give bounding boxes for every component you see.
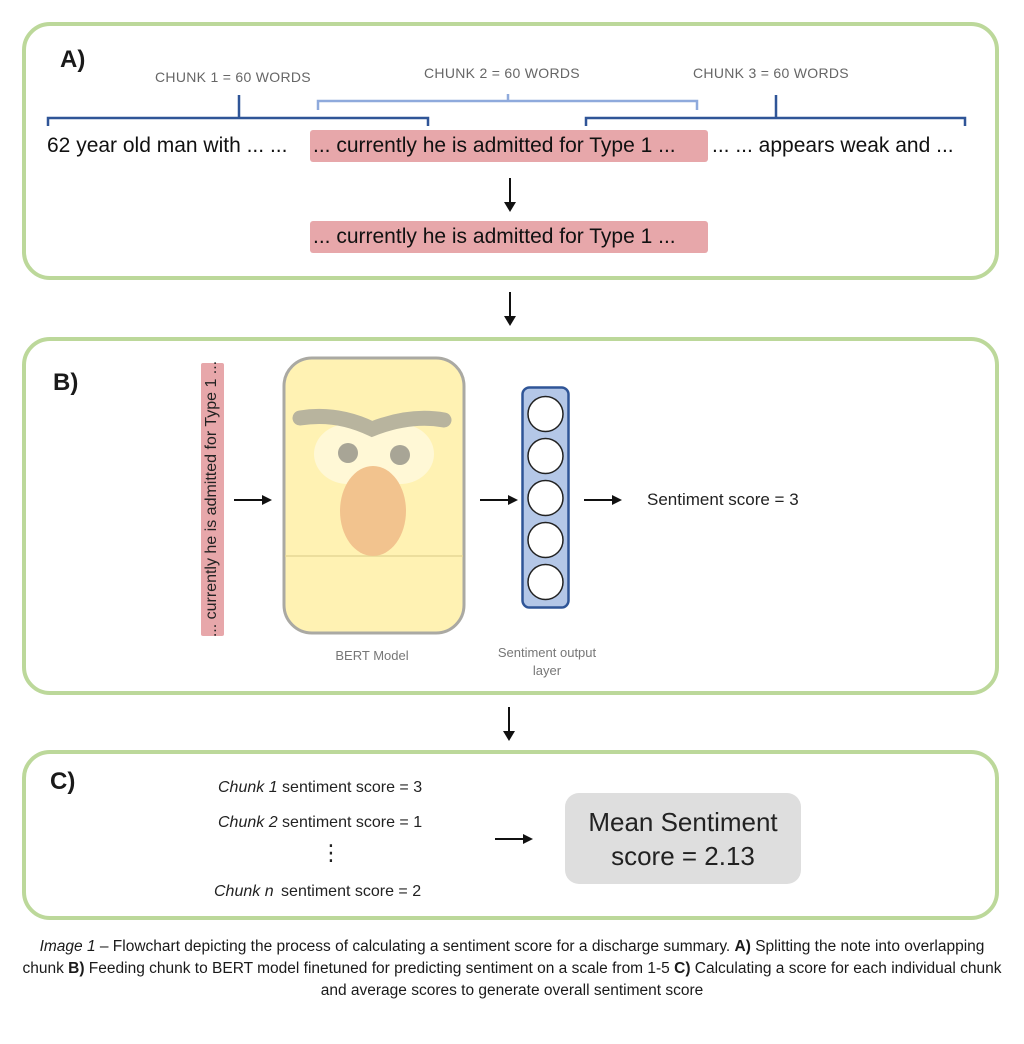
figure-caption: Image 1 – Flowchart depicting the proces… [20, 936, 1004, 1002]
arrow-output-to-score [584, 495, 622, 505]
output-node [527, 395, 564, 433]
selected-chunk-text: ... currently he is admitted for Type 1 … [313, 225, 676, 248]
caption-c-text: Calculating a score for each individual … [320, 960, 1002, 999]
mean-sentiment-line2: score = 2.13 [611, 840, 755, 871]
chunk-2-score: Chunk 2 sentiment score = 1 [218, 814, 422, 832]
arrow-bert-to-output [480, 495, 518, 505]
note-text-middle: ... currently he is admitted for Type 1 … [313, 134, 676, 157]
output-node [527, 563, 564, 601]
arrow-chunk-to-bert [234, 495, 272, 505]
output-node [527, 521, 564, 559]
output-node [527, 437, 564, 475]
chunk-1-score-text: sentiment score = 3 [282, 779, 423, 796]
vertical-chunk-box [201, 363, 224, 636]
chunk-3-label: CHUNK 3 = 60 WORDS [693, 65, 849, 81]
chunk-2-name: Chunk 2 [218, 814, 278, 831]
chunk-ellipsis: ⋮ [320, 840, 342, 865]
panel-c-label: C) [50, 768, 76, 795]
chunk-n-name: Chunk n [214, 883, 274, 900]
chunk-n-score: Chunk n sentiment score = 2 [214, 883, 421, 901]
arrow-scores-to-mean [495, 834, 533, 844]
chunk-n-score-text: sentiment score = 2 [281, 883, 422, 900]
mean-sentiment-line1: Mean Sentiment [588, 806, 778, 837]
chunk-1-label: CHUNK 1 = 60 WORDS [155, 69, 311, 85]
chunk-1-name: Chunk 1 [218, 779, 278, 796]
chunk-3-bracket [584, 95, 967, 126]
selected-chunk-box [310, 221, 708, 253]
output-layer-label: Sentiment output layer [497, 645, 597, 678]
note-text-left: 62 year old man with ... ... [47, 134, 288, 157]
note-text-right: ... ... appears weak and ... [712, 134, 954, 157]
chunk-2-highlight [310, 130, 708, 162]
chunk-1-bracket [46, 95, 430, 126]
caption-b-text: Feeding chunk to BERT model finetuned fo… [84, 960, 675, 977]
panel-c [22, 750, 999, 920]
panel-b [22, 337, 999, 695]
caption-a-text: Splitting the note into overlapping chun… [22, 938, 985, 977]
caption-b-key: B) [68, 960, 85, 977]
mean-sentiment-box: Mean Sentiment score = 2.13 [565, 793, 801, 884]
panel-a-label: A) [60, 46, 86, 73]
caption-c-key: C) [674, 960, 691, 977]
output-node [527, 479, 564, 517]
bert-model-label: BERT Model [335, 648, 409, 663]
arrow-a-internal [504, 178, 516, 212]
chunk-2-label: CHUNK 2 = 60 WORDS [424, 65, 580, 81]
arrow-a-to-b [504, 292, 516, 326]
chunk-2-bracket [316, 94, 699, 110]
chunk-1-score: Chunk 1 sentiment score = 3 [218, 779, 422, 797]
chunk-brackets [46, 94, 967, 126]
caption-image-label: Image 1 [39, 938, 96, 955]
bert-model-icon [282, 356, 466, 635]
panel-b-label: B) [53, 369, 79, 396]
sentiment-output-layer [521, 386, 570, 609]
chunk-2-score-text: sentiment score = 1 [282, 814, 423, 831]
caption-intro: – Flowchart depicting the process of cal… [95, 938, 735, 955]
caption-a-key: A) [734, 938, 751, 955]
vertical-chunk-text: ... currently he is admitted for Type 1 … [203, 360, 220, 638]
arrow-b-to-c [503, 707, 515, 741]
sentiment-score-text: Sentiment score = 3 [647, 490, 799, 509]
